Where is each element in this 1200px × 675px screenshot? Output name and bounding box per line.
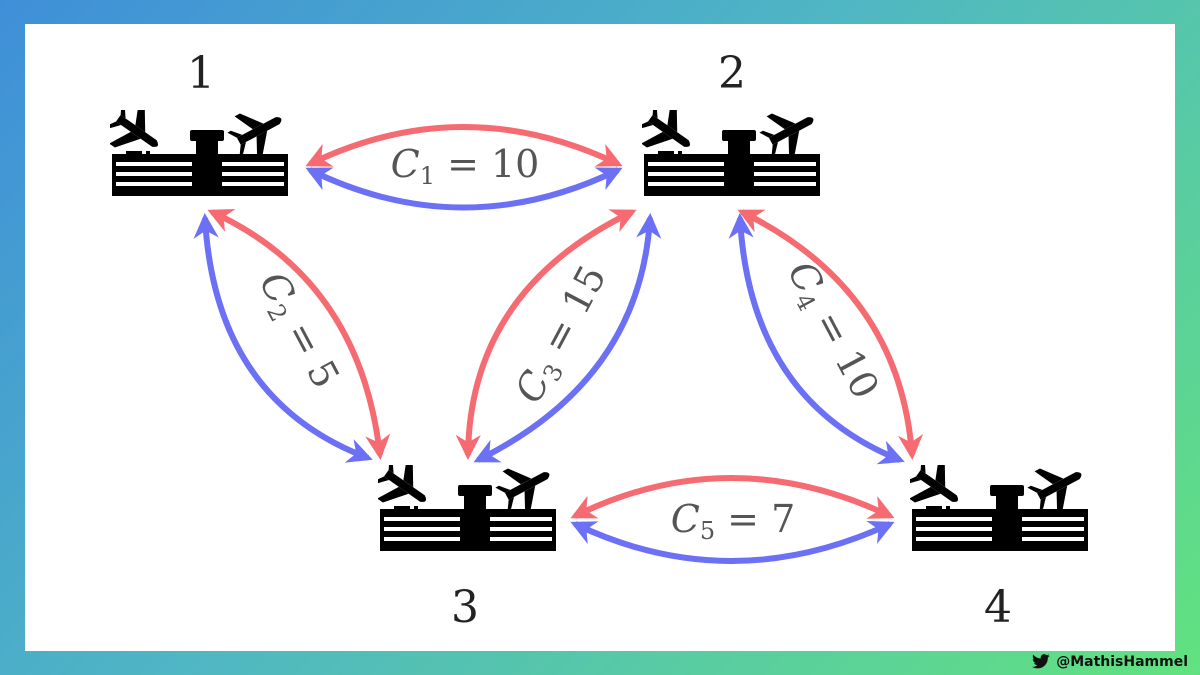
airport-icon: [378, 465, 558, 551]
author-credit[interactable]: @MathisHammel: [1032, 651, 1188, 672]
airport-3: 3: [378, 465, 558, 633]
route-1-2-red-arrow: [305, 124, 623, 167]
route-3-4-red-arrow: [570, 475, 895, 519]
route-3-4-label: C5 = 7: [671, 497, 796, 545]
route-1-3-blue-arrow: [193, 212, 373, 463]
airport-1-label: 1: [187, 48, 215, 99]
author-handle: @MathisHammel: [1056, 653, 1188, 670]
route-3-2-blue-arrow: [473, 212, 662, 463]
airport-2-label: 2: [718, 48, 746, 99]
route-2-4-blue-arrow: [728, 212, 905, 465]
route-1-3: [193, 208, 391, 463]
route-3-4-blue-arrow: [570, 521, 895, 564]
airport-4: 4: [910, 465, 1090, 633]
route-1-2-blue-arrow: [305, 167, 623, 211]
route-2-4: [728, 209, 924, 465]
route-3-4: [570, 475, 895, 564]
airport-4-label: 4: [984, 582, 1012, 633]
airport-icon: [910, 465, 1090, 551]
airport-icon: [642, 110, 822, 196]
airport-2: 2: [642, 48, 822, 196]
route-1-2-label: C1 = 10: [391, 142, 540, 190]
route-1-2: [305, 124, 623, 211]
airport-1: 1: [110, 48, 290, 196]
route-3-2-label: C3 = 15: [506, 258, 618, 412]
route-3-2: [455, 209, 662, 463]
route-1-3-label: C2 = 5: [247, 265, 348, 398]
airport-icon: [110, 110, 290, 196]
airport-3-label: 3: [451, 582, 479, 633]
twitter-bird-icon: [1032, 654, 1050, 669]
